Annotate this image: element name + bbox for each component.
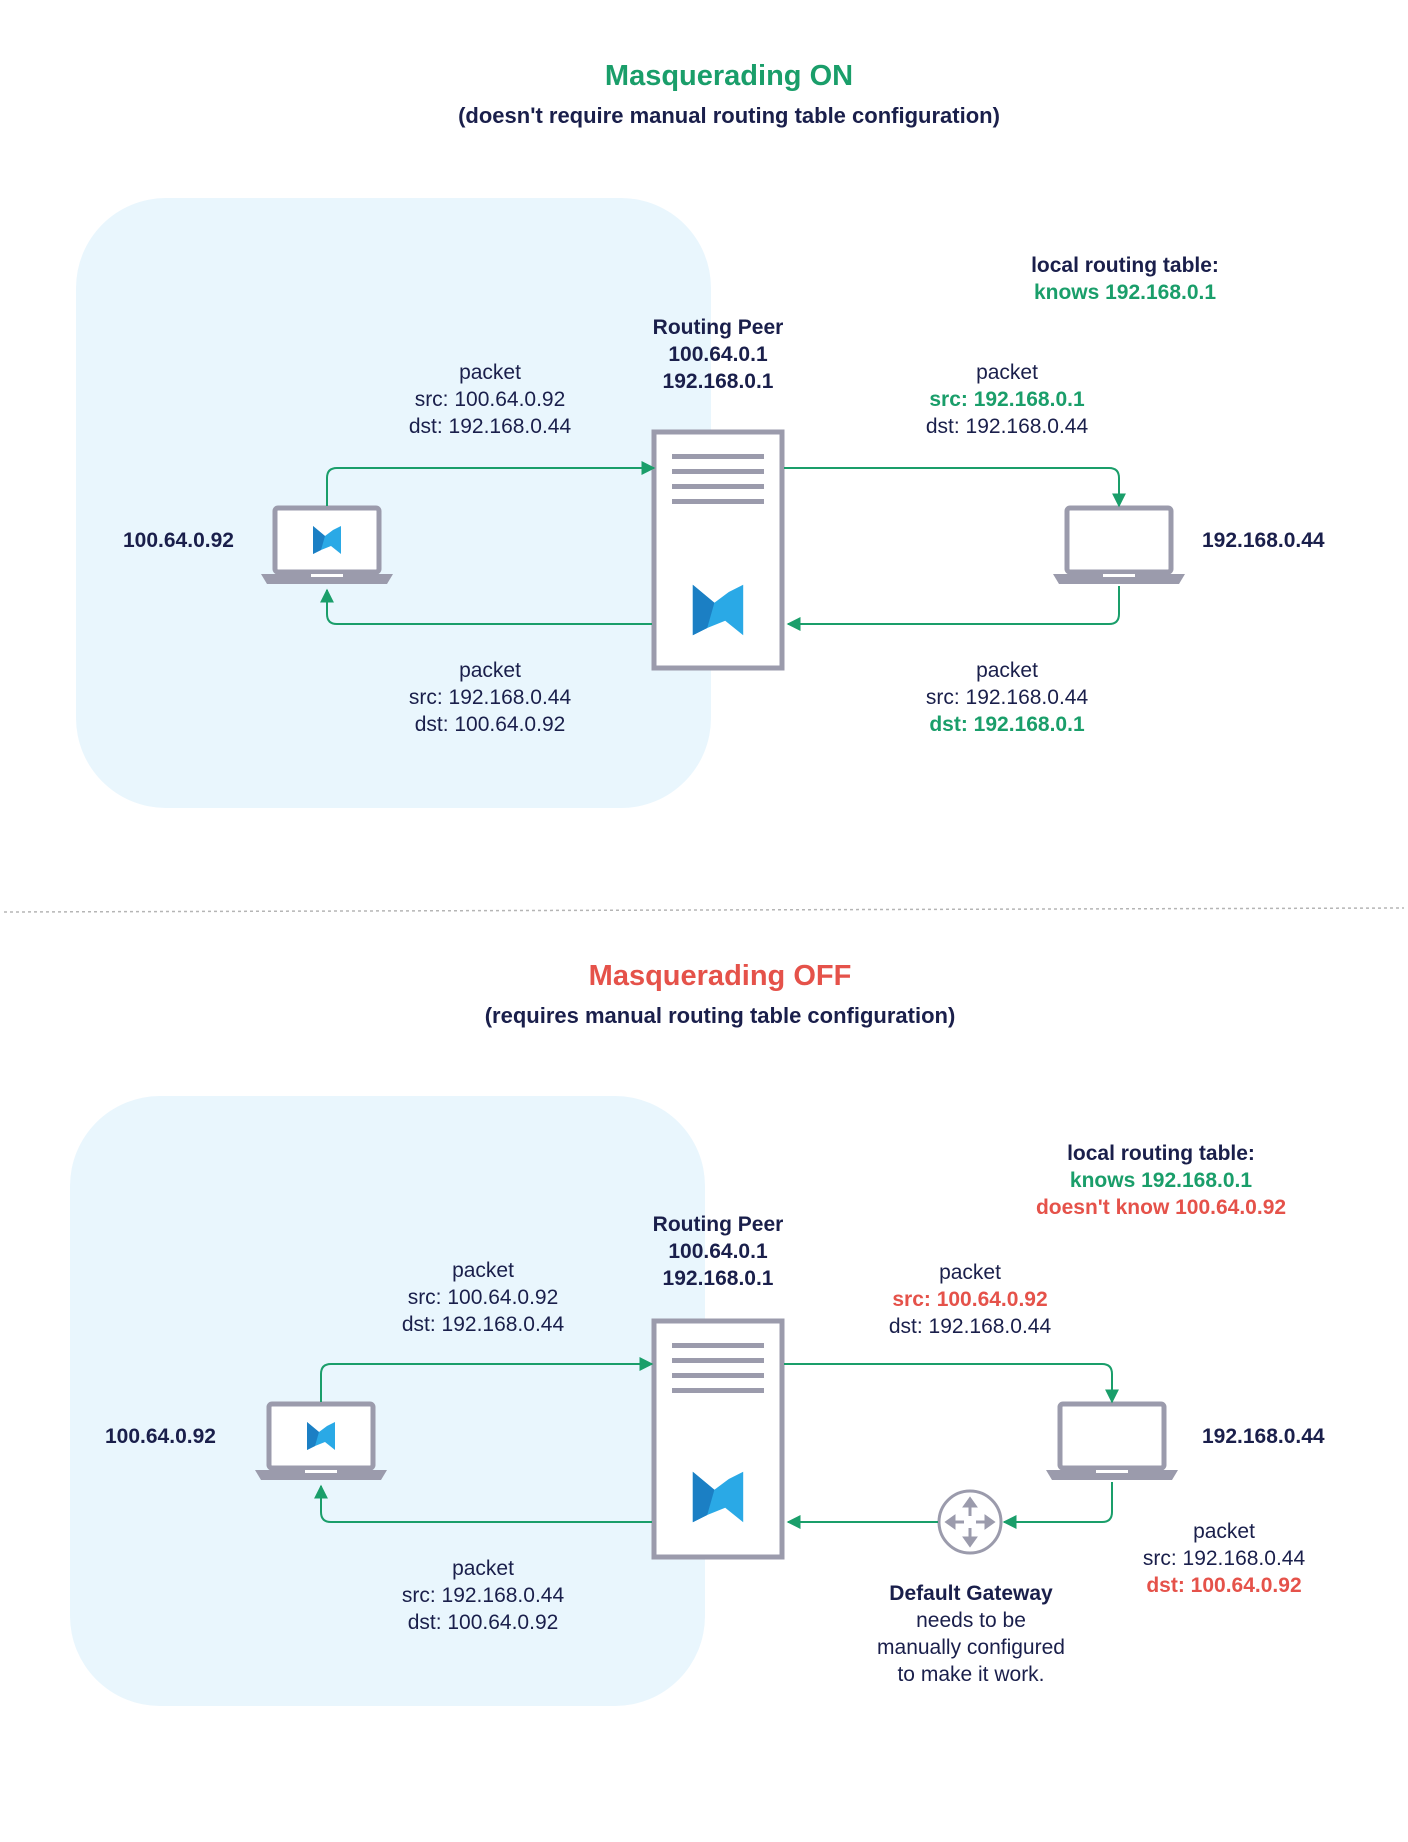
laptop-icon	[1053, 508, 1185, 584]
packet-dst: dst: 192.168.0.44	[888, 1315, 1052, 1338]
packet-src: src: 192.168.0.44	[408, 686, 572, 709]
server-icon	[654, 432, 782, 668]
packet-dst-unmasqueraded: dst: 100.64.0.92	[1146, 1574, 1302, 1597]
routing-peer-server-bottom	[654, 1321, 782, 1557]
default-gateway-name: Default Gateway	[889, 1582, 1053, 1605]
packet-label: packet	[976, 659, 1038, 682]
flow-ret-left-top	[320, 588, 652, 625]
flow-out-right-top	[784, 467, 1126, 508]
packet-dst-masqueraded: dst: 192.168.0.1	[929, 713, 1085, 736]
packet-src: src: 100.64.0.92	[414, 388, 566, 411]
packet-dst: dst: 192.168.0.44	[925, 415, 1089, 438]
private-network-zone-top	[76, 198, 711, 808]
subtitle-masquerading-off: (requires manual routing table configura…	[484, 1003, 956, 1028]
packet-dst: dst: 192.168.0.44	[401, 1313, 565, 1336]
packet-src: src: 192.168.0.44	[1142, 1547, 1306, 1570]
packet-label: packet	[459, 361, 521, 384]
client-laptop-top	[261, 508, 393, 584]
title-masquerading-on: Masquerading ON	[604, 60, 854, 92]
flow-out-right-bottom	[784, 1363, 1119, 1404]
title-masquerading-off: Masquerading OFF	[588, 960, 852, 992]
packet-dst: dst: 192.168.0.44	[408, 415, 572, 438]
target-laptop-bottom	[1046, 1404, 1178, 1480]
laptop-icon	[1046, 1404, 1178, 1480]
packet-label: packet	[1193, 1520, 1255, 1543]
routing-peer-ip1: 100.64.0.1	[668, 1240, 768, 1263]
packet-label: packet	[459, 659, 521, 682]
routing-peer-name: Routing Peer	[652, 1213, 784, 1236]
default-gateway-line3: to make it work.	[897, 1663, 1045, 1686]
target-laptop-top	[1053, 508, 1185, 584]
packet-ret-right-top: packet src: 192.168.0.44 dst: 192.168.0.…	[926, 657, 1088, 738]
default-gateway-note: Default Gateway needs to be manually con…	[877, 1580, 1065, 1688]
routing-peer-label-bottom: Routing Peer 100.64.0.1 192.168.0.1	[653, 1211, 784, 1292]
packet-ret-right-bottom: packet src: 192.168.0.44 dst: 100.64.0.9…	[1143, 1518, 1305, 1599]
server-icon	[654, 1321, 782, 1557]
packet-dst: dst: 100.64.0.92	[414, 713, 566, 736]
default-gateway-line1: needs to be	[916, 1609, 1026, 1632]
packet-out-left-top: packet src: 100.64.0.92 dst: 192.168.0.4…	[409, 359, 571, 440]
packet-label: packet	[452, 1259, 514, 1282]
packet-label: packet	[939, 1261, 1001, 1284]
routing-peer-server-top	[654, 432, 782, 668]
packet-src: src: 100.64.0.92	[407, 1286, 559, 1309]
routing-table-note-bottom: local routing table: knows 192.168.0.1 d…	[1036, 1140, 1286, 1221]
routing-table-knows: knows 192.168.0.1	[1069, 1169, 1253, 1192]
router-icon	[937, 1489, 1003, 1555]
routing-table-knows: knows 192.168.0.1	[1033, 281, 1217, 304]
flow-out-left-bottom	[320, 1357, 654, 1402]
routing-table-heading: local routing table:	[1067, 1142, 1255, 1165]
routing-peer-name: Routing Peer	[652, 316, 784, 339]
packet-src: src: 192.168.0.44	[925, 686, 1089, 709]
flow-ret-left-bottom	[314, 1484, 652, 1523]
flow-ret-right-bottom	[1002, 1482, 1113, 1529]
flow-out-left-top	[326, 461, 656, 506]
subtitle-masquerading-on: (doesn't require manual routing table co…	[458, 103, 1000, 128]
target-ip-bottom: 192.168.0.44	[1202, 1425, 1325, 1448]
packet-label: packet	[976, 361, 1038, 384]
client-ip-bottom: 100.64.0.92	[105, 1425, 216, 1448]
client-laptop-bottom	[255, 1404, 387, 1480]
packet-ret-left-top: packet src: 192.168.0.44 dst: 100.64.0.9…	[409, 657, 571, 738]
packet-src: src: 192.168.0.44	[401, 1584, 565, 1607]
packet-label: packet	[452, 1557, 514, 1580]
routing-table-heading: local routing table:	[1031, 254, 1219, 277]
routing-peer-ip2: 192.168.0.1	[662, 370, 774, 393]
packet-dst: dst: 100.64.0.92	[407, 1611, 559, 1634]
routing-peer-ip1: 100.64.0.1	[668, 343, 768, 366]
default-gateway-line2: manually configured	[877, 1636, 1065, 1659]
packet-ret-left-bottom: packet src: 192.168.0.44 dst: 100.64.0.9…	[402, 1555, 564, 1636]
packet-out-right-top: packet src: 192.168.0.1 dst: 192.168.0.4…	[926, 359, 1088, 440]
routing-peer-label-top: Routing Peer 100.64.0.1 192.168.0.1	[653, 314, 784, 395]
routing-peer-ip2: 192.168.0.1	[662, 1267, 774, 1290]
client-ip-top: 100.64.0.92	[123, 529, 234, 552]
packet-src-unmasqueraded: src: 100.64.0.92	[892, 1288, 1048, 1311]
packet-src-masqueraded: src: 192.168.0.1	[929, 388, 1085, 411]
routing-table-note-top: local routing table: knows 192.168.0.1	[1031, 252, 1219, 306]
private-network-zone-bottom	[70, 1096, 705, 1706]
packet-out-right-bottom: packet src: 100.64.0.92 dst: 192.168.0.4…	[889, 1259, 1051, 1340]
routing-table-not-knows: doesn't know 100.64.0.92	[1035, 1196, 1287, 1219]
packet-out-left-bottom: packet src: 100.64.0.92 dst: 192.168.0.4…	[402, 1257, 564, 1338]
target-ip-top: 192.168.0.44	[1202, 529, 1325, 552]
section-separator	[3, 907, 1405, 913]
flow-ret-right-top	[786, 586, 1120, 631]
